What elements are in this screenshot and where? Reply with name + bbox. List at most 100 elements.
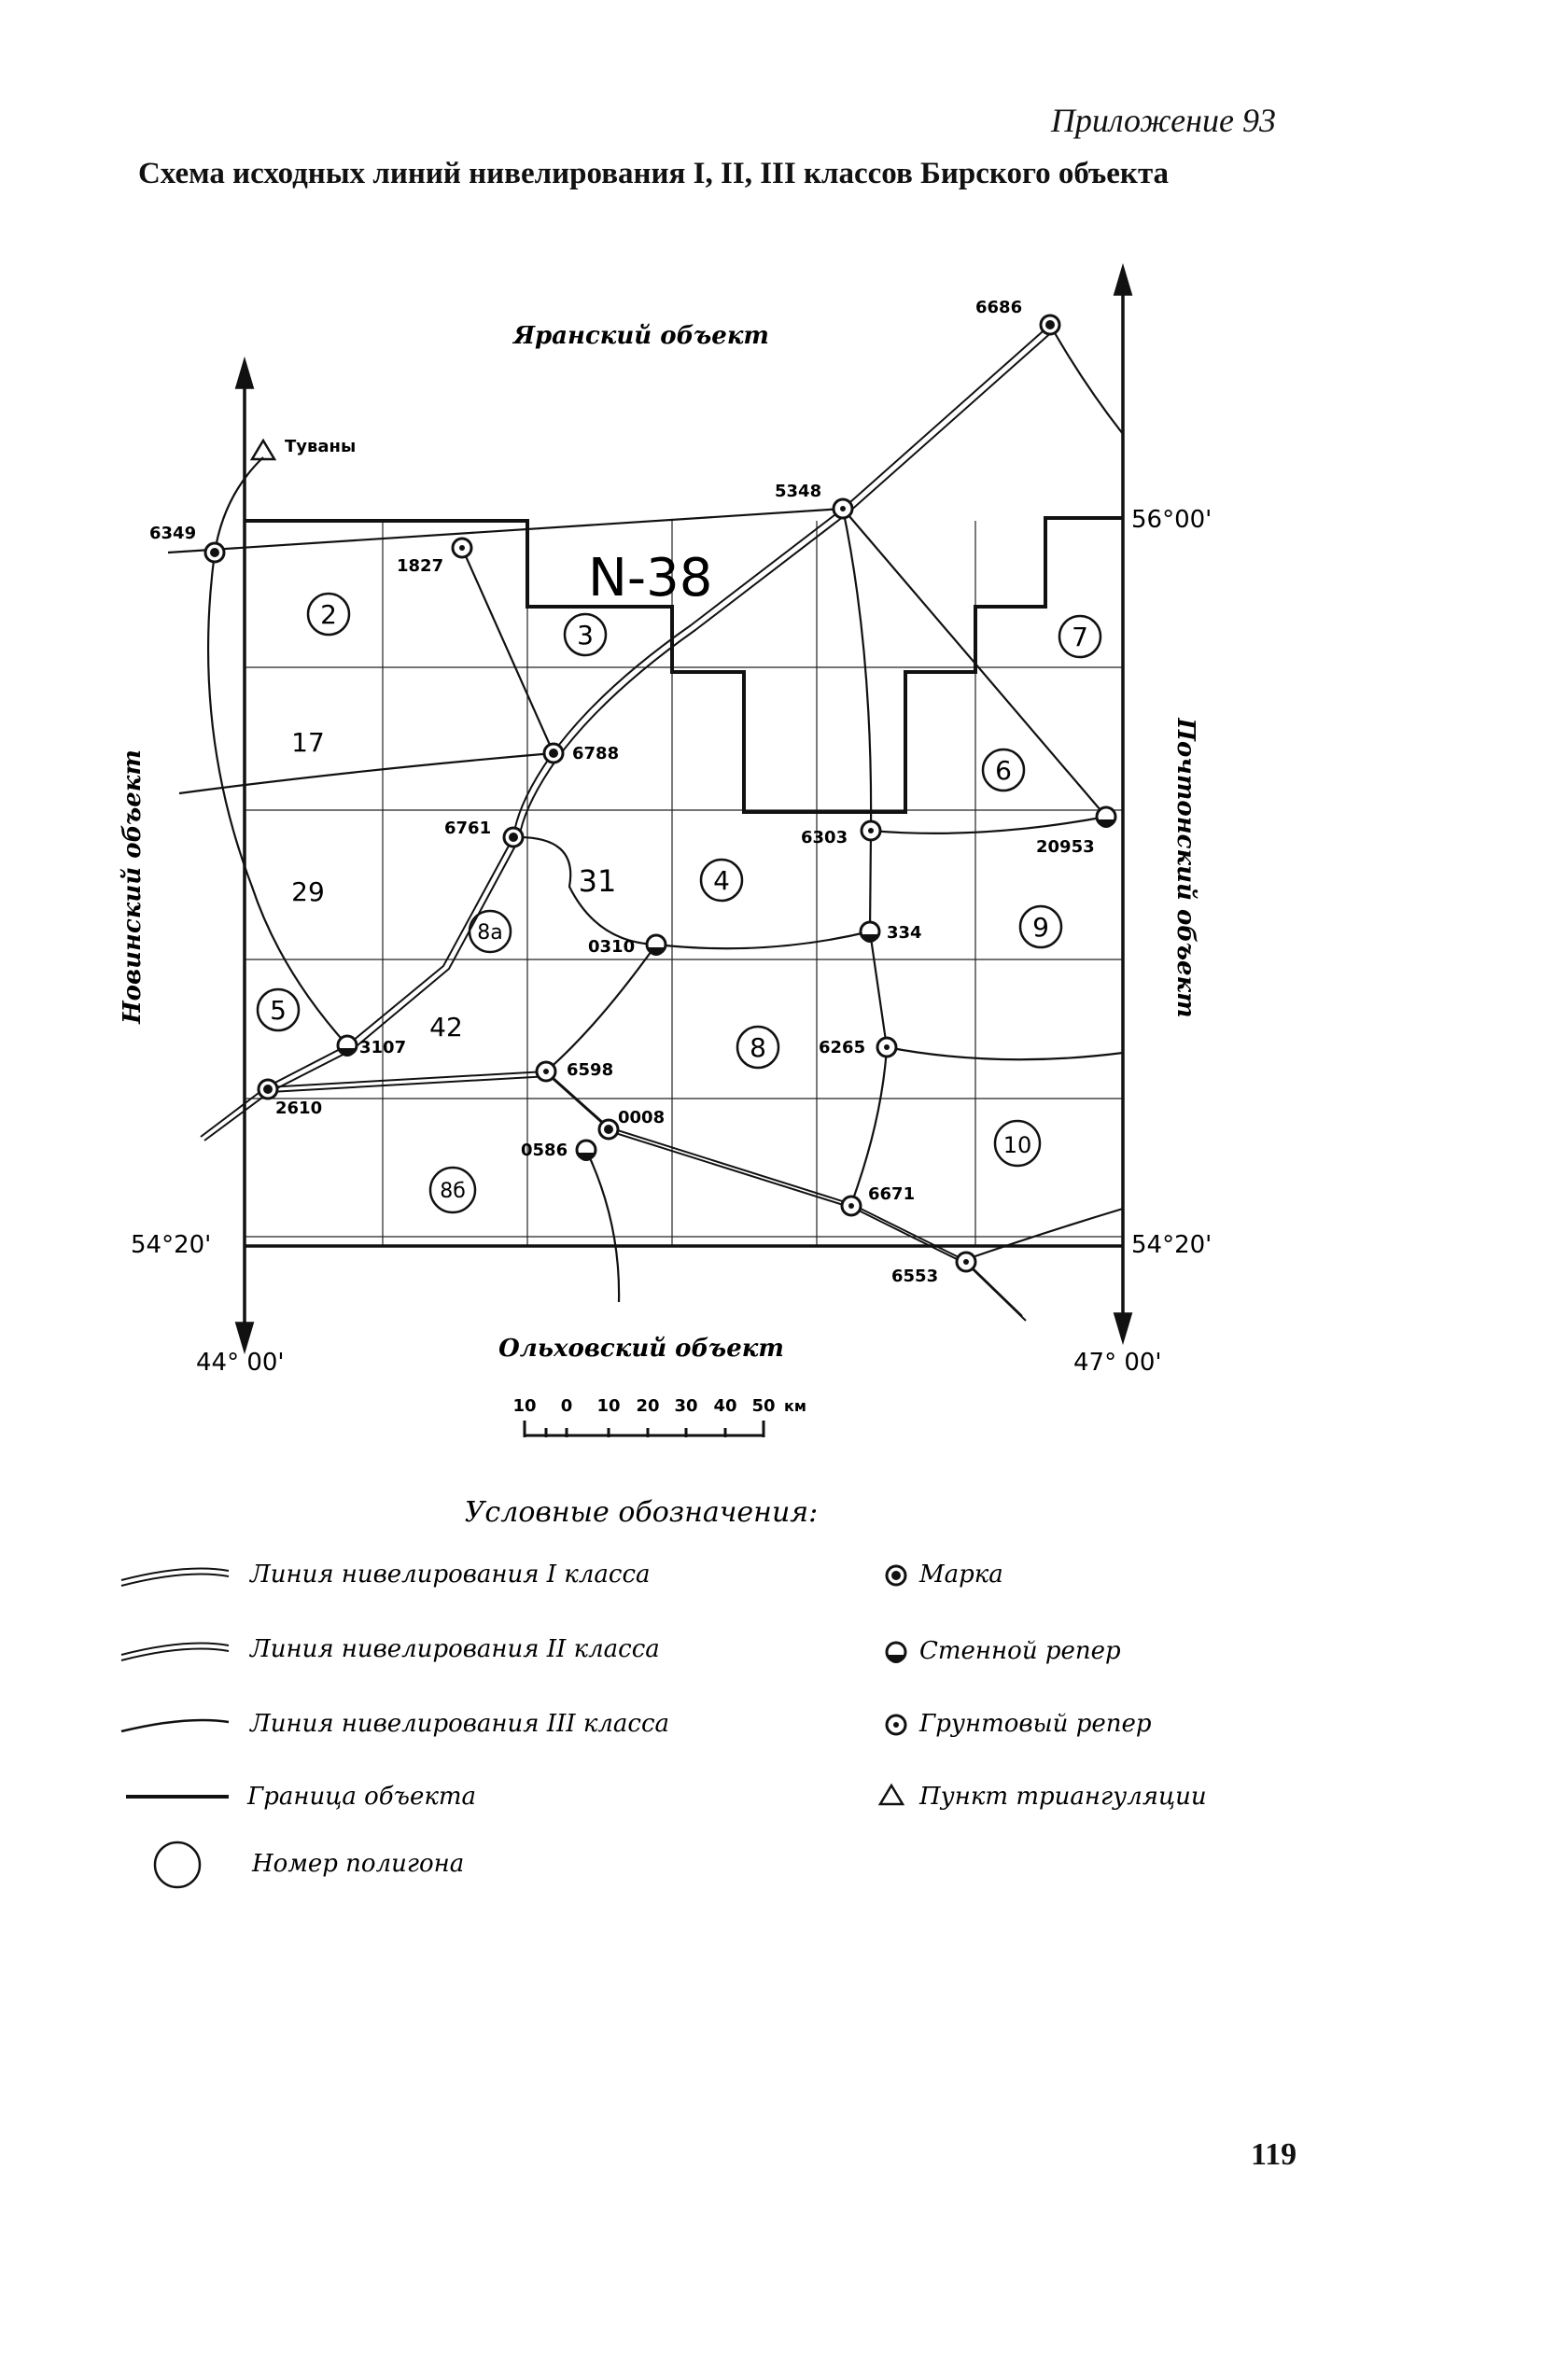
- point-label: 1827: [397, 556, 443, 576]
- legend-polygon-number: Номер полигона: [153, 1841, 464, 1889]
- polygon-number: 7: [1072, 622, 1088, 652]
- scale-tick-label: 0: [561, 1396, 573, 1416]
- level-line-class-1: [200, 324, 1056, 1322]
- polygon-number: 6: [995, 755, 1012, 786]
- triangulation-icon: [249, 438, 277, 461]
- polygon-number: 8: [750, 1032, 766, 1063]
- point-label: 6349: [149, 524, 196, 543]
- neighbor-west: Новинский объект: [119, 749, 147, 1025]
- point-label: 334: [887, 923, 922, 943]
- point-label: 3107: [359, 1038, 406, 1057]
- point-label: 6671: [868, 1184, 915, 1204]
- legend-label: Граница объекта: [246, 1783, 476, 1811]
- polygon-number: 29: [291, 876, 325, 907]
- ground-benchmark-icon: [451, 537, 473, 559]
- legend-label: Стенной репер: [919, 1637, 1121, 1665]
- ground-benchmark-icon: [860, 819, 882, 842]
- neighbor-east: Почтонский объект: [1171, 717, 1199, 1017]
- polygon-circles: [256, 592, 1102, 1214]
- point-label: 6553: [891, 1267, 938, 1286]
- lon-left-label: 44° 00': [196, 1349, 285, 1377]
- scale-tick-label: 10: [596, 1396, 620, 1416]
- wall-benchmark-icon: [1095, 805, 1117, 828]
- mark-icon: [257, 1078, 279, 1100]
- legend-label: Линия нивелирования II класса: [248, 1635, 660, 1663]
- triangulation-label: Туваны: [285, 437, 356, 456]
- scale-tick-label: 50: [751, 1396, 775, 1416]
- wall-benchmark-icon: [575, 1139, 597, 1161]
- point-label: 0008: [618, 1108, 665, 1127]
- scale-tick-label: 30: [674, 1396, 697, 1416]
- sheet-label: N-38: [588, 548, 712, 609]
- point-label: 0586: [521, 1141, 568, 1160]
- points: [203, 314, 1117, 1273]
- polygon-number: 2: [320, 599, 337, 630]
- ground-benchmark-icon: [876, 1036, 898, 1058]
- scale-tick-label: 20: [636, 1396, 659, 1416]
- legend-label: Пункт триангуляции: [918, 1783, 1207, 1811]
- ground-benchmark-icon: [955, 1251, 977, 1273]
- point-label: 6761: [444, 819, 491, 838]
- point-label: 6788: [572, 744, 619, 763]
- point-label: 6265: [819, 1038, 865, 1057]
- point-label: 0310: [588, 937, 635, 957]
- wall-benchmark-icon: [336, 1034, 358, 1057]
- scale-bar: 10 0 10 20 30 40 50 км: [512, 1396, 806, 1437]
- scale-unit: км: [784, 1397, 806, 1415]
- point-labels: 6349 1827 5348 6686 6788 6761 6303 20953…: [149, 298, 1095, 1286]
- polygon-number: 10: [1003, 1132, 1032, 1158]
- point-label: 20953: [1036, 837, 1095, 857]
- mark-icon: [502, 826, 525, 848]
- ground-benchmark-icon: [840, 1195, 862, 1217]
- legend-label: Линия нивелирования I класса: [248, 1561, 651, 1589]
- point-label: 5348: [775, 482, 821, 501]
- polygon-numbers: 2 3 7 6 4 8а 9 5 8 10 8б: [270, 599, 1088, 1203]
- lon-right-label: 47° 00': [1073, 1349, 1162, 1377]
- polygon-numbers-plain: 17 29 31 42: [291, 727, 616, 1043]
- frame-axes: [234, 262, 1133, 1355]
- polygon-number: 31: [579, 863, 617, 899]
- legend-heading: Условные обозначения:: [465, 1496, 819, 1529]
- polygon-number: 8а: [477, 921, 502, 945]
- scale-tick-label: 40: [713, 1396, 736, 1416]
- polygon-number: 4: [713, 865, 730, 896]
- appendix-label: Приложение 93: [1050, 102, 1276, 139]
- lat-bottom-left-label: 54°20': [131, 1231, 211, 1259]
- mark-icon: [597, 1118, 620, 1141]
- legend-label: Грунтовый репер: [918, 1710, 1152, 1738]
- mark-icon: [203, 541, 226, 564]
- point-label: 6598: [567, 1060, 613, 1080]
- polygon-number: 17: [291, 727, 325, 758]
- legend-triangulation: Пункт триангуляции: [877, 1783, 1207, 1811]
- wall-benchmark-icon: [645, 933, 667, 956]
- mark-icon: [1039, 314, 1061, 336]
- legend-class-1: Линия нивелирования I класса: [120, 1561, 651, 1589]
- point-label: 6686: [975, 298, 1022, 317]
- page-title: Схема исходных линий нивелирования I, II…: [137, 157, 1170, 190]
- neighbor-north: Яранский объект: [512, 322, 769, 350]
- polygon-number: 3: [577, 620, 594, 651]
- polygon-number: 5: [270, 995, 287, 1026]
- legend-ground-benchmark: Грунтовый репер: [885, 1710, 1152, 1738]
- page-number: 119: [1251, 2137, 1297, 2172]
- wall-benchmark-icon: [859, 920, 881, 943]
- legend-class-3: Линия нивелирования III класса: [120, 1710, 669, 1738]
- object-boundary: [245, 516, 1123, 814]
- grid: [245, 521, 1123, 1246]
- ground-benchmark-icon: [832, 497, 854, 520]
- polygon-number: 9: [1032, 912, 1049, 943]
- point-label: 6303: [801, 828, 848, 847]
- legend-label: Линия нивелирования III класса: [248, 1710, 669, 1738]
- polygon-number: 8б: [440, 1180, 466, 1203]
- scale-tick-label: 10: [512, 1396, 536, 1416]
- neighbor-south: Ольховский объект: [498, 1335, 784, 1363]
- lat-bottom-right-label: 54°20': [1131, 1231, 1212, 1259]
- polygon-number: 42: [429, 1012, 463, 1043]
- level-line-class-3: [167, 324, 1124, 1303]
- ground-benchmark-icon: [535, 1060, 557, 1083]
- legend-mark: Марка: [885, 1561, 1003, 1589]
- legend-label: Марка: [918, 1561, 1003, 1589]
- legend-class-2: Линия нивелирования II класса: [120, 1635, 660, 1663]
- legend-wall-benchmark: Стенной репер: [885, 1637, 1121, 1665]
